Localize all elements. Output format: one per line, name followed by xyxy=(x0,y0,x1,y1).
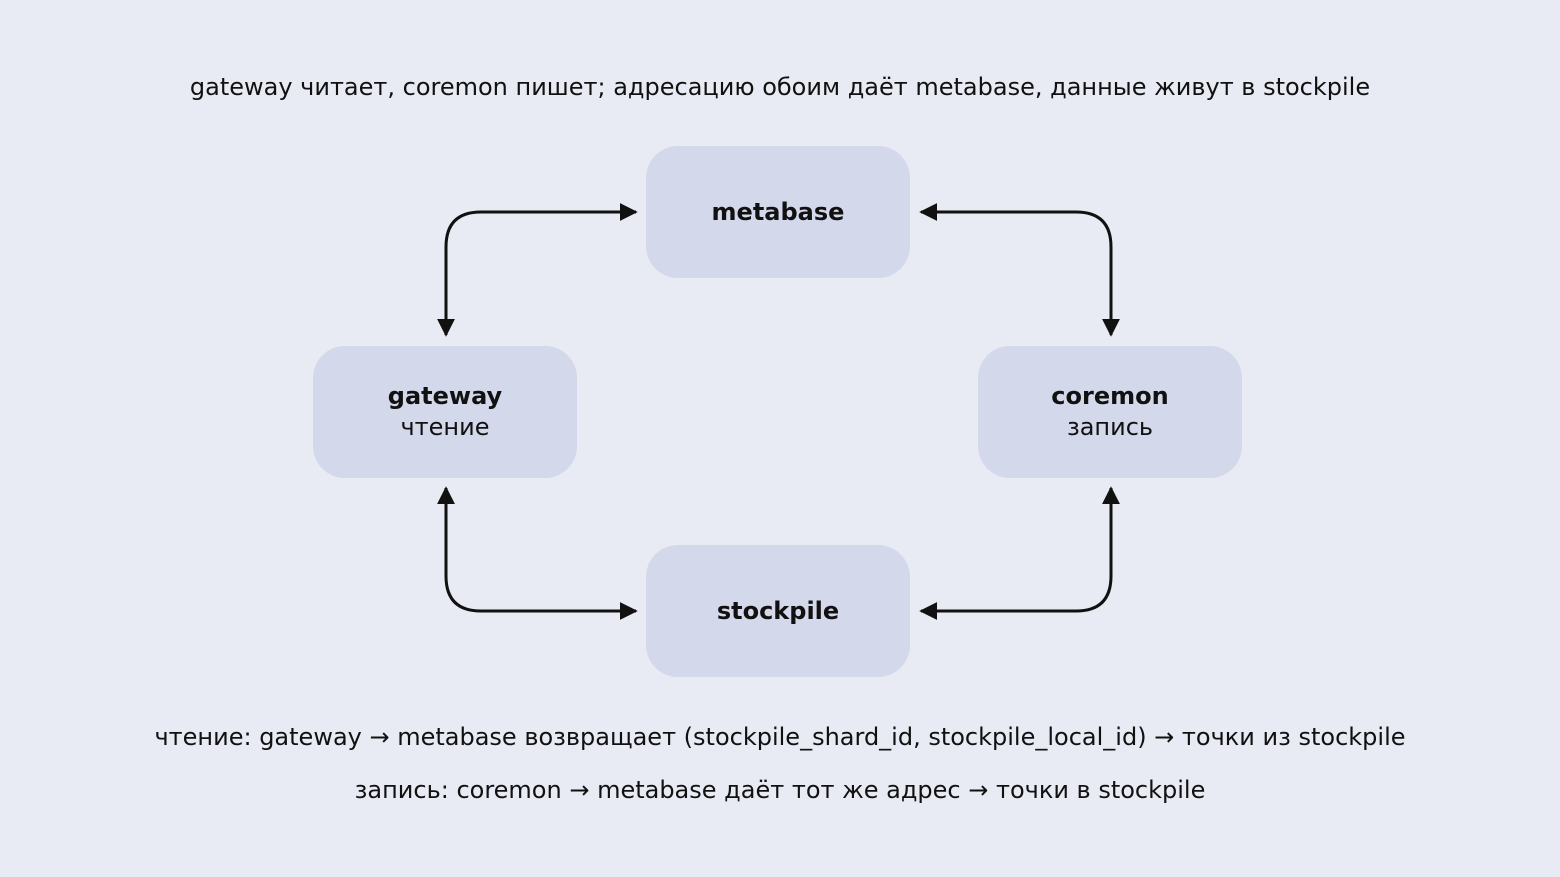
node-gateway: gateway чтение xyxy=(313,346,577,478)
node-coremon-name: coremon xyxy=(1051,382,1169,410)
node-metabase-name: metabase xyxy=(711,197,845,226)
note-read-flow: чтение: gateway → metabase возвращает (s… xyxy=(154,723,1406,751)
node-metabase: metabase xyxy=(646,146,910,278)
node-stockpile-name: stockpile xyxy=(716,596,840,625)
node-gateway-role: чтение xyxy=(400,413,490,441)
node-gateway-name: gateway xyxy=(387,382,503,410)
note-write-flow: запись: coremon → metabase даёт тот же а… xyxy=(354,776,1206,804)
diagram-title: gateway читает, coremon пишет; адресацию… xyxy=(189,73,1371,101)
node-stockpile: stockpile xyxy=(646,545,910,677)
node-coremon-role: запись xyxy=(1066,413,1154,441)
arrow-coremon-stockpile xyxy=(919,486,1120,620)
arrow-gateway-stockpile xyxy=(437,486,638,620)
node-coremon: coremon запись xyxy=(978,346,1242,478)
arrow-coremon-metabase xyxy=(919,203,1120,337)
arrow-gateway-metabase xyxy=(437,203,638,337)
